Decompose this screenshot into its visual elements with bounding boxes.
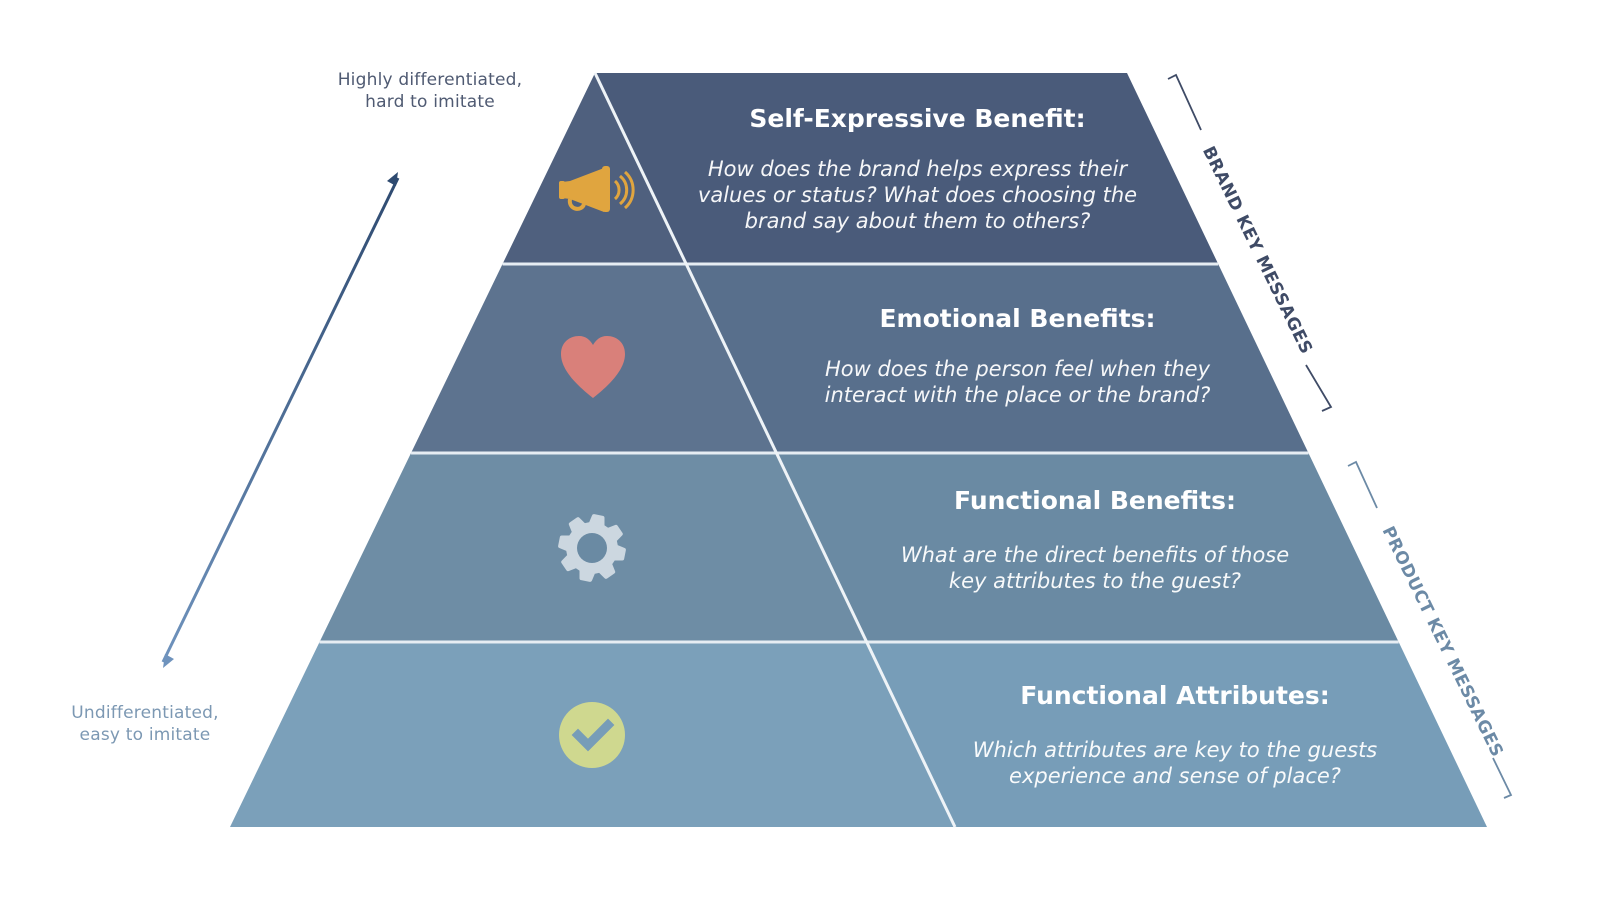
arrow-head-up-icon — [387, 172, 398, 186]
sound-wave — [623, 170, 635, 210]
gear-hole — [577, 533, 607, 563]
differentiated-label-line-2: hard to imitate — [365, 92, 495, 112]
layer-band-functional-benefits — [319, 453, 1399, 642]
layer-description: How does the brand helps express their v… — [680, 156, 1155, 234]
undifferentiated-label-line-2: easy to imitate — [79, 725, 211, 745]
inner-diagonal-divider — [593, 72, 957, 828]
layer-functional-benefits: Functional Benefits: What are the direct… — [870, 486, 1320, 594]
layer-band-functional-attributes — [230, 642, 1487, 827]
layer-band-self-expressive — [502, 73, 1219, 264]
sound-wave — [613, 179, 621, 201]
description-line: experience and sense of place? — [1009, 764, 1341, 788]
layer-title: Functional Benefits: — [953, 486, 1236, 515]
description-line: What are the direct benefits of those — [900, 543, 1290, 567]
layer-title: Functional Attributes: — [1020, 681, 1330, 710]
megaphone-bell — [602, 166, 610, 212]
vertical-double-arrow — [161, 177, 400, 663]
layer-title: Self-Expressive Benefit: — [749, 104, 1086, 133]
undifferentiated-label-line-1: Undifferentiated, — [71, 703, 219, 723]
description-line: interact with the place or the brand? — [824, 383, 1211, 407]
product-bracket-bottom — [1492, 757, 1513, 799]
description-line: key attributes to the guest? — [948, 569, 1242, 593]
brand-bracket-top — [1167, 73, 1202, 131]
description-line: How does the person feel when they — [824, 357, 1211, 381]
undifferentiated-label: Undifferentiated, easy to imitate — [45, 702, 245, 746]
sound-wave — [618, 174, 629, 206]
layer-description: Which attributes are key to the guests e… — [945, 737, 1405, 789]
layer-title: Emotional Benefits: — [879, 304, 1156, 333]
layer-band-emotional — [411, 264, 1309, 453]
differentiated-label: Highly differentiated, hard to imitate — [320, 69, 540, 113]
megaphone-body — [562, 168, 604, 212]
megaphone-grip — [567, 198, 586, 211]
product-bracket-top — [1347, 460, 1378, 509]
gear-icon — [558, 514, 626, 582]
layer-description: What are the direct benefits of those ke… — [870, 542, 1320, 594]
megaphone-handle — [559, 181, 565, 199]
megaphone-icon — [559, 166, 635, 212]
description-line: brand say about them to others? — [744, 209, 1091, 233]
brand-bracket-bottom — [1305, 364, 1333, 412]
description-line: Which attributes are key to the guests — [972, 738, 1378, 762]
description-line: values or status? What does choosing the — [697, 183, 1138, 207]
layer-functional-attributes: Functional Attributes: Which attributes … — [945, 681, 1405, 789]
differentiated-label-line-1: Highly differentiated, — [337, 70, 523, 90]
layer-self-expressive: Self-Expressive Benefit: How does the br… — [680, 104, 1155, 234]
heart-icon — [561, 336, 625, 398]
check-mark — [571, 718, 615, 752]
layer-emotional: Emotional Benefits: How does the person … — [790, 304, 1245, 408]
arrow-head-down-icon — [163, 654, 174, 668]
check-circle-icon — [559, 702, 625, 768]
layer-description: How does the person feel when they inter… — [790, 356, 1245, 408]
description-line: How does the brand helps express their — [707, 157, 1128, 181]
